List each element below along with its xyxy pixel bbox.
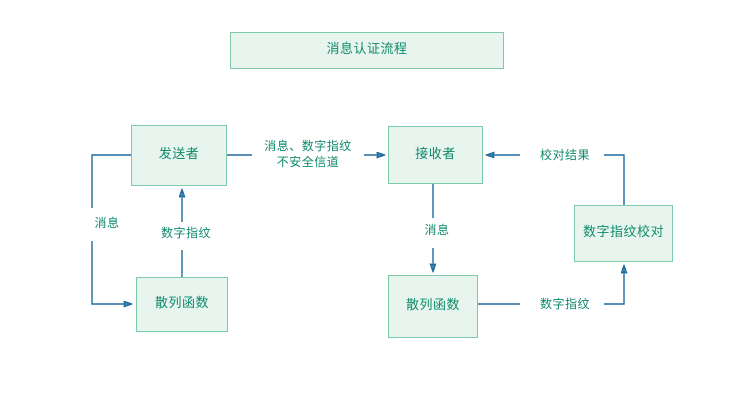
node-hash-function-left-label: 散列函数 <box>154 296 209 312</box>
edge-label-message-left-text: 消息 <box>94 216 120 230</box>
edge-label-channel-line2: 不安全信道 <box>276 155 340 170</box>
node-hash-function-right-label: 散列函数 <box>405 298 460 314</box>
edge-label-fingerprint-right: 数字指纹 <box>526 296 604 313</box>
wire-sender-to-message-label <box>91 154 131 208</box>
node-fingerprint-verify[interactable]: 数字指纹校对 <box>574 205 673 262</box>
edge-label-message-right: 消息 <box>410 222 464 239</box>
edge-label-verify-result: 校对结果 <box>526 147 604 164</box>
node-sender-label: 发送者 <box>158 147 200 163</box>
edge-label-verify-result-text: 校对结果 <box>539 148 590 162</box>
wire-message-to-hash-left <box>91 241 131 304</box>
title-box-label: 消息认证流程 <box>326 42 408 58</box>
edge-label-fingerprint-left: 数字指纹 <box>146 225 226 242</box>
node-hash-function-right[interactable]: 散列函数 <box>388 275 478 338</box>
edge-label-fingerprint-left-text: 数字指纹 <box>160 226 211 240</box>
edge-label-insecure-channel: 消息、数字指纹 不安全信道 <box>252 138 364 171</box>
node-receiver[interactable]: 接收者 <box>388 126 483 184</box>
edge-label-channel-line1: 消息、数字指纹 <box>264 139 352 153</box>
node-receiver-label: 接收者 <box>415 146 456 162</box>
edge-label-message-left: 消息 <box>80 215 134 232</box>
edge-label-message-right-text: 消息 <box>424 223 450 237</box>
node-hash-function-left[interactable]: 散列函数 <box>136 277 228 332</box>
node-fingerprint-verify-label: 数字指纹校对 <box>582 225 664 241</box>
edge-label-fingerprint-right-text: 数字指纹 <box>539 297 590 311</box>
title-box: 消息认证流程 <box>230 32 504 69</box>
node-sender[interactable]: 发送者 <box>131 125 227 186</box>
